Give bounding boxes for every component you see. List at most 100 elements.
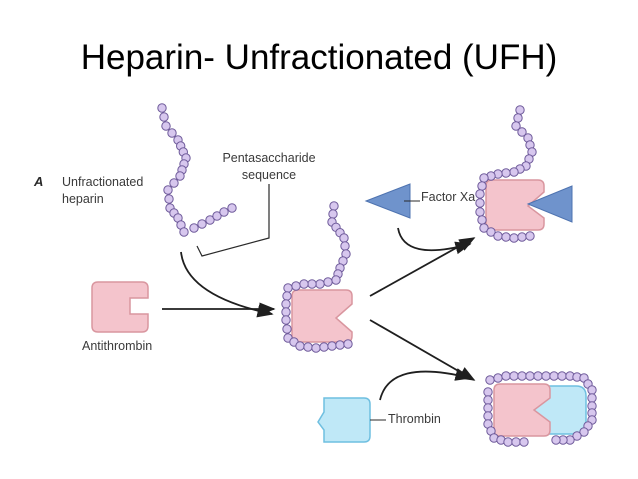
heparin-bead [485,375,495,385]
heparin-bead [163,185,173,195]
pentasaccharide-label-line2: sequence [242,168,296,182]
heparin-bead [477,215,487,225]
heparin-bead [533,371,543,381]
heparin-bead [205,215,215,225]
factor-xa-binding-arrow [397,227,472,255]
slide-title: Heparin- Unfractionated (UFH) [80,38,558,77]
heparin-bead [509,371,519,381]
thrombin-label: Thrombin [388,412,441,426]
heparin-bead [175,171,185,181]
heparin-bead [475,207,485,217]
ufh-label-line2: heparin [62,192,104,206]
heparin-bead [295,341,305,351]
heparin-bead [493,231,503,241]
heparin-bead [329,201,339,211]
heparin-bead [281,315,291,325]
heparin-bead [557,371,567,381]
heparin-bead [519,437,529,447]
heparin-chain-bottom [483,371,597,447]
heparin-bead [328,209,338,219]
heparin-bead [483,411,493,421]
heparin-bead [343,339,353,349]
heparin-bead [169,178,179,188]
heparin-bead [327,341,337,351]
heparin-bead [517,127,527,137]
heparin-bead [579,427,589,437]
heparin-bead [299,279,309,289]
heparin-bead [517,371,527,381]
heparin-bead [335,340,345,350]
heparin-bead [161,121,171,131]
heparin-bead [339,233,349,243]
heparin-bead [219,207,229,217]
heparin-bead [315,279,325,289]
heparin-chain-free [157,103,237,237]
heparin-chain-top [475,105,537,243]
heparin-bead [511,437,521,447]
heparin-bead [189,223,199,233]
heparin-bead [525,231,535,241]
heparin-bead [159,112,169,122]
heparin-bead [282,324,292,334]
heparin-bead [323,277,333,287]
heparin-bead [319,342,329,352]
factor-xa-free-icon [364,183,411,219]
panel-letter: A [33,174,43,189]
heparin-bead [509,167,519,177]
heparin-bead [164,194,174,204]
heparin-bead [212,211,222,221]
heparin-bead [340,241,350,251]
heparin-bead [475,189,485,199]
antithrombin-label: Antithrombin [82,339,152,353]
heparin-bead [515,105,525,115]
heparin-bead [303,342,313,352]
heparin-bead [486,227,496,237]
thrombin-binding-arrow [379,368,472,401]
pentasaccharide-bracket [196,184,270,257]
heparin-bead [517,232,527,242]
heparin-bead [227,203,237,213]
heparin-chain-center [281,201,353,353]
heparin-bead [541,371,551,381]
heparin-bead [311,343,321,353]
heparin-bead [503,437,513,447]
heparin-bead [501,168,511,178]
heparin-bead [549,371,559,381]
heparin-bead [281,307,291,317]
heparin-bead [197,219,207,229]
binding-arrow-heparin [180,251,274,318]
heparin-bead [587,393,597,403]
heparin-bead [511,121,521,131]
heparin-bead [483,403,493,413]
heparin-bead [587,385,597,395]
heparin-bead [475,198,485,208]
ufh-label-line1: Unfractionated [62,175,143,189]
antithrombin-bound-center [291,289,353,343]
thrombin-free [317,397,371,443]
heparin-bead [307,279,317,289]
heparin-bead [483,387,493,397]
heparin-bead [167,128,177,138]
heparin-bead [179,227,189,237]
heparin-bead [509,233,519,243]
heparin-bead [493,373,503,383]
heparin-bead [479,223,489,233]
heparin-bead [477,181,487,191]
heparin-bead [291,281,301,291]
factor-xa-label: Factor Xa [421,190,475,204]
antithrombin-free [91,281,149,333]
heparin-bead [501,371,511,381]
pentasaccharide-label-line1: Pentasaccharide [222,151,315,165]
heparin-bead [157,103,167,113]
heparin-bead [572,431,582,441]
heparin-bead [281,299,291,309]
heparin-bead [479,173,489,183]
heparin-bead [283,283,293,293]
heparin-bead [282,291,292,301]
heparin-bead [483,395,493,405]
heparin-bead [551,435,561,445]
antithrombin-bound-bottom [493,383,551,437]
heparin-bead [331,275,341,285]
heparin-bead [501,232,511,242]
